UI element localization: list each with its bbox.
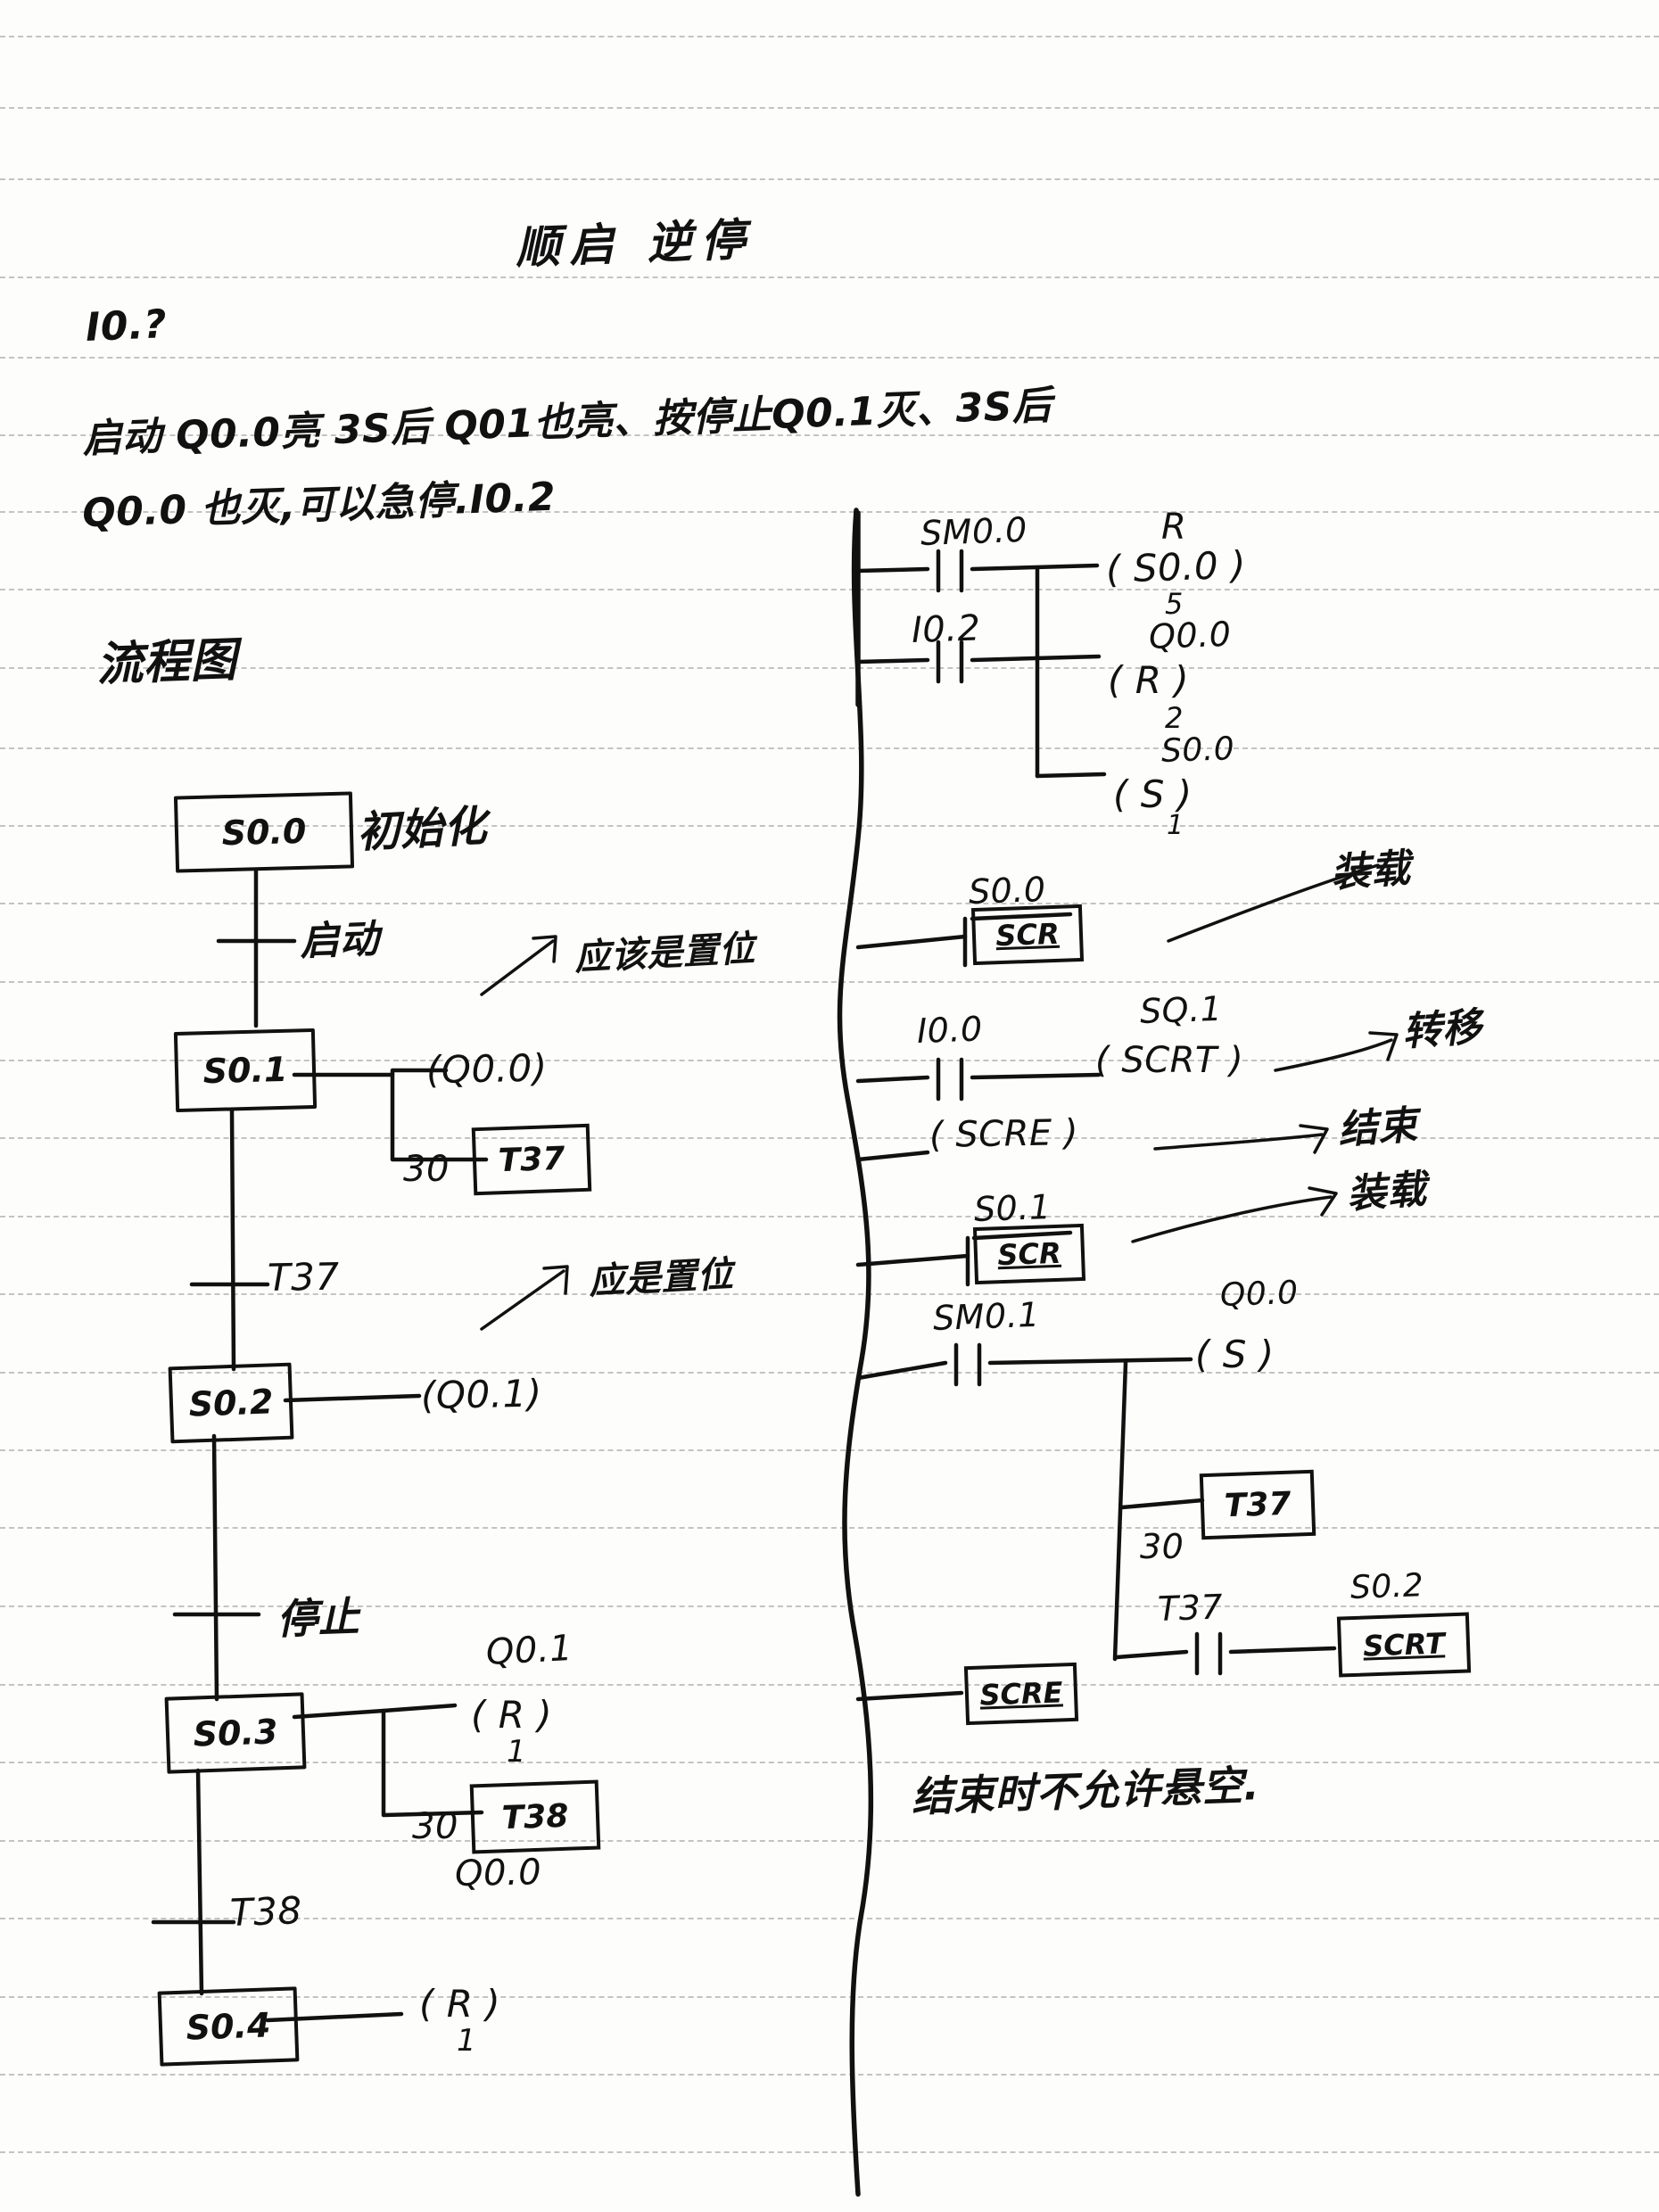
rule-line: [0, 903, 1659, 904]
rule-line: [0, 2151, 1659, 2153]
rung4-coil: ( SCRE ): [929, 1112, 1079, 1156]
rung1-contact-b-label: I0.2: [911, 607, 982, 651]
flow-action-q00: (Q0.0): [425, 1045, 549, 1092]
rung1-coil-s00: ( S0.0 ): [1105, 542, 1247, 591]
rule-line: [0, 747, 1659, 749]
rule-line: [0, 434, 1659, 436]
page-title: 顺启 逆停: [515, 213, 755, 274]
rule-line: [0, 1527, 1659, 1529]
ladder-footer-note: 结束时不允许悬空.: [911, 1761, 1260, 1821]
flow-step-s02: S0.2: [168, 1362, 294, 1444]
flow-reset-count-q01: 1: [507, 1734, 527, 1770]
rule-line: [0, 2074, 1659, 2076]
flow-timer-t37-label: T37: [497, 1140, 566, 1179]
rule-line: [0, 667, 1659, 669]
rung6-contact-label: SM0.1: [932, 1294, 1041, 1338]
rule-line: [0, 981, 1659, 983]
annotation-should-be-set-1: 应该是置位: [574, 928, 756, 979]
rung4-note: 结束: [1336, 1102, 1419, 1154]
flow-step-s00-note: 初始化: [355, 801, 489, 858]
flow-reset-coil-q00: ( R ): [419, 1982, 501, 2026]
flow-timer-t38-box: T38: [469, 1779, 601, 1854]
flow-step-s01: S0.1: [173, 1028, 318, 1113]
flow-reset-addr-q00: Q0.0: [454, 1852, 542, 1894]
rule-line: [0, 1293, 1659, 1295]
flow-reset-addr-q01: Q0.1: [484, 1627, 574, 1673]
flow-transition-stop: 停止: [276, 1592, 361, 1644]
rule-line: [0, 1449, 1659, 1451]
rule-line: [0, 1840, 1659, 1842]
rule-line: [0, 1137, 1659, 1139]
rung3-note: 转移: [1400, 1003, 1483, 1056]
rule-line: [0, 1996, 1659, 1998]
io-tag: I0.?: [84, 301, 169, 351]
rung2-note: 装载: [1329, 845, 1412, 897]
annotation-should-be-set-2: 应是置位: [588, 1253, 735, 1303]
rung1-contact-a-label: SM0.0: [920, 509, 1028, 553]
rung1-coil3-count: 1: [1167, 810, 1184, 841]
rule-line: [0, 178, 1659, 180]
rung1-r-label: R: [1161, 507, 1187, 548]
rung6-contact2-label: T37: [1157, 1587, 1224, 1629]
rule-line: [0, 107, 1659, 109]
rung2-scr-box: SCR: [970, 904, 1085, 966]
flow-step-s04-label: S0.4: [185, 2005, 272, 2048]
rule-line: [0, 276, 1659, 278]
flow-step-s04: S0.4: [157, 1986, 300, 2067]
rung1-coil-s00-count: 5: [1165, 587, 1184, 621]
rung6-scrt-addr: S0.2: [1349, 1567, 1424, 1606]
flow-reset-count-q00: 1: [457, 2023, 477, 2059]
flow-transition-t37: T37: [267, 1254, 341, 1300]
flow-step-s03-label: S0.3: [192, 1712, 279, 1754]
rung1-coil2: ( R ): [1108, 658, 1190, 702]
flow-transition-t38: T38: [229, 1888, 303, 1935]
flow-timer-t37-box: T37: [471, 1123, 592, 1196]
rung5-scr-addr: S0.1: [973, 1186, 1052, 1229]
flow-step-s02-label: S0.2: [187, 1382, 275, 1424]
flow-timer-preset-1: 30: [403, 1149, 450, 1190]
rung3-target: SQ.1: [1139, 988, 1224, 1031]
rung6-scrt-label: SCRT: [1362, 1626, 1446, 1663]
rule-line: [0, 589, 1659, 590]
rule-line: [0, 36, 1659, 37]
rung6-timer-preset: 30: [1140, 1527, 1184, 1566]
rung7-scre-label: SCRE: [978, 1675, 1064, 1713]
rung5-scr-label: SCR: [996, 1235, 1062, 1273]
rung2-scr-label: SCR: [995, 916, 1061, 953]
flow-transition-start: 启动: [299, 916, 381, 965]
flow-reset-coil-q01: ( R ): [471, 1693, 553, 1737]
rung7-scre-box: SCRE: [963, 1662, 1079, 1726]
rung6-coil-addr: Q0.0: [1219, 1274, 1300, 1314]
rule-line: [0, 1060, 1659, 1061]
rule-line: [0, 1605, 1659, 1607]
flow-timer-preset-2: 30: [412, 1806, 458, 1847]
flow-step-s00-label: S0.0: [221, 811, 307, 854]
rung3-contact-label: I0.0: [916, 1009, 984, 1051]
flow-action-q01: (Q0.1): [420, 1371, 543, 1417]
rung1-coil3: ( S ): [1113, 772, 1193, 816]
flow-step-s01-label: S0.1: [202, 1049, 288, 1092]
flowchart-section-label: 流程图: [95, 633, 238, 692]
rung6-timer-label: T37: [1223, 1485, 1292, 1524]
flow-step-s03: S0.3: [164, 1692, 307, 1774]
rule-line: [0, 1762, 1659, 1763]
rung1-coil2-count: 2: [1165, 701, 1184, 735]
rung1-coil2-addr: Q0.0: [1148, 614, 1233, 656]
rung5-scr-box: SCR: [972, 1223, 1086, 1285]
flow-step-s00: S0.0: [173, 791, 355, 873]
rule-line: [0, 1216, 1659, 1217]
rule-line: [0, 1684, 1659, 1686]
rung6-coil: ( S ): [1195, 1333, 1275, 1376]
flow-timer-t38-label: T38: [500, 1797, 570, 1836]
rung6-timer-box: T37: [1199, 1469, 1316, 1540]
rung6-scrt-box: SCRT: [1336, 1612, 1472, 1678]
rung5-note: 装载: [1345, 1166, 1428, 1218]
rule-line: [0, 1372, 1659, 1374]
rung3-coil: ( SCRT ): [1095, 1040, 1244, 1081]
rule-line: [0, 825, 1659, 827]
rule-line: [0, 1918, 1659, 1919]
rule-line: [0, 357, 1659, 359]
rung1-coil3-addr: S0.0: [1160, 730, 1235, 770]
rule-line: [0, 511, 1659, 513]
